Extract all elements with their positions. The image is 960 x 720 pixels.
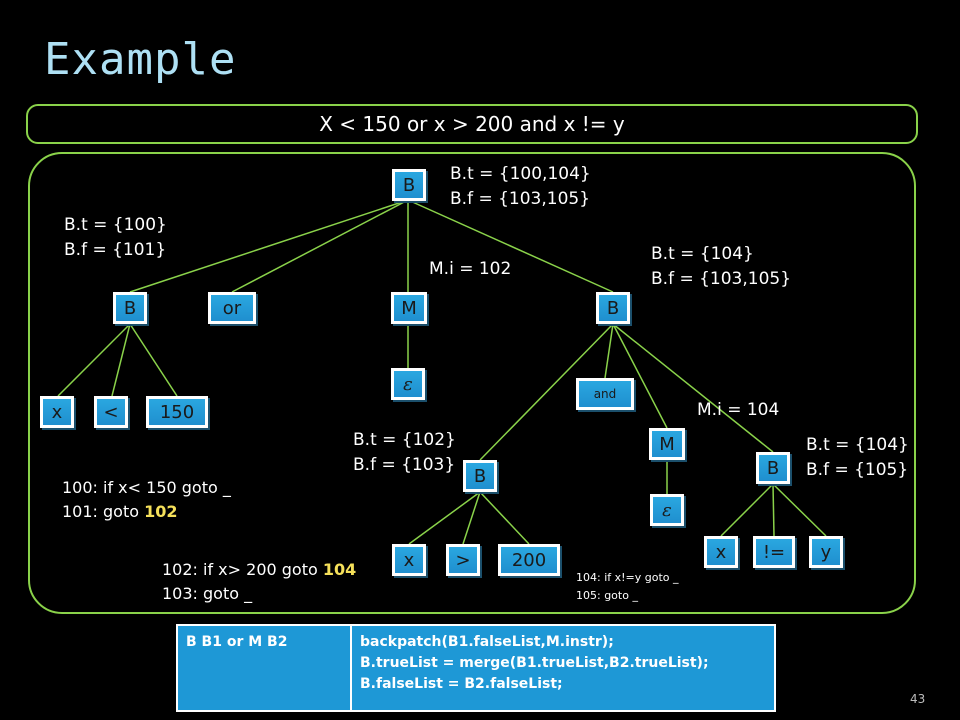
code-line-101-text: 101: goto (62, 502, 145, 521)
action-line-3: B.falseList = B2.falseList; (360, 676, 563, 692)
node-or: or (208, 292, 256, 324)
node-m-bottom: M (649, 428, 685, 460)
table-row: B B1 or M B2 backpatch(B1.falseList,M.in… (176, 624, 776, 712)
label-right-false: B.f = {103,105} (651, 269, 792, 289)
node-b-rr: B (756, 452, 790, 484)
code-line-102-text: 102: if x> 200 goto (162, 560, 323, 579)
code-line-102: 102: if x> 200 goto 104 (162, 558, 356, 582)
node-x2: x (392, 544, 426, 576)
label-root-false: B.f = {103,105} (450, 189, 591, 209)
label-left-attrs: B.t = {100} B.f = {101} (64, 213, 167, 263)
label-rr-attrs: B.t = {104} B.f = {105} (806, 433, 909, 483)
node-b-left: B (113, 292, 147, 324)
node-epsilon-top: ε (391, 368, 425, 400)
code-block-1: 100: if x< 150 goto _ 101: goto 102 (62, 476, 231, 524)
node-lt: < (94, 396, 128, 428)
semantic-rule-table: B B1 or M B2 backpatch(B1.falseList,M.in… (176, 624, 776, 712)
expression-box: X < 150 or x > 200 and x != y (26, 104, 918, 144)
code-block-2: 102: if x> 200 goto 104 103: goto _ (162, 558, 356, 606)
action-line-2: B.trueList = merge(B1.trueList,B2.trueLi… (360, 655, 709, 671)
action-line-1: backpatch(B1.falseList,M.instr); (360, 634, 614, 650)
action-cell: backpatch(B1.falseList,M.instr); B.trueL… (350, 624, 776, 712)
code-line-101-target: 102 (144, 502, 178, 521)
label-left-true: B.t = {100} (64, 215, 167, 235)
slide-title: Example (44, 34, 237, 85)
label-root-attrs: B.t = {100,104} B.f = {103,105} (450, 162, 591, 212)
node-epsilon-bottom: ε (650, 494, 684, 526)
node-200: 200 (498, 544, 560, 576)
label-root-true: B.t = {100,104} (450, 164, 591, 184)
node-root-b: B (392, 169, 426, 201)
node-gt: > (446, 544, 480, 576)
node-m-top: M (391, 292, 427, 324)
code-line-104: 104: if x!=y goto _ (576, 571, 679, 584)
label-mid-false: B.f = {103} (353, 455, 456, 475)
node-150: 150 (146, 396, 208, 428)
code-line-103: 103: goto _ (162, 584, 253, 603)
label-rr-false: B.f = {105} (806, 460, 909, 480)
node-b-mid: B (463, 460, 497, 492)
label-rr-true: B.t = {104} (806, 435, 909, 455)
node-x3: x (704, 536, 738, 568)
node-x1: x (40, 396, 74, 428)
code-line-105: 105: goto _ (576, 589, 638, 602)
label-m-bottom: M.i = 104 (697, 400, 780, 420)
node-y: y (809, 536, 843, 568)
code-line-102-target: 104 (322, 560, 357, 579)
expression-text: X < 150 or x > 200 and x != y (319, 112, 625, 136)
node-neq: != (753, 536, 795, 568)
label-right-attrs: B.t = {104} B.f = {103,105} (651, 242, 791, 292)
node-b-right: B (596, 292, 630, 324)
label-m-top: M.i = 102 (429, 259, 512, 279)
production-cell: B B1 or M B2 (176, 624, 352, 712)
label-mid-attrs: B.t = {102} B.f = {103} (353, 428, 456, 478)
code-line-101: 101: goto 102 (62, 500, 231, 524)
code-line-100: 100: if x< 150 goto _ (62, 478, 231, 497)
label-right-true: B.t = {104} (651, 244, 754, 264)
code-block-3: 104: if x!=y goto _ 105: goto _ (576, 569, 679, 605)
label-left-false: B.f = {101} (64, 240, 167, 260)
label-mid-true: B.t = {102} (353, 430, 456, 450)
page-number: 43 (910, 692, 926, 706)
parse-tree-frame (28, 152, 916, 614)
node-and: and (576, 378, 634, 410)
